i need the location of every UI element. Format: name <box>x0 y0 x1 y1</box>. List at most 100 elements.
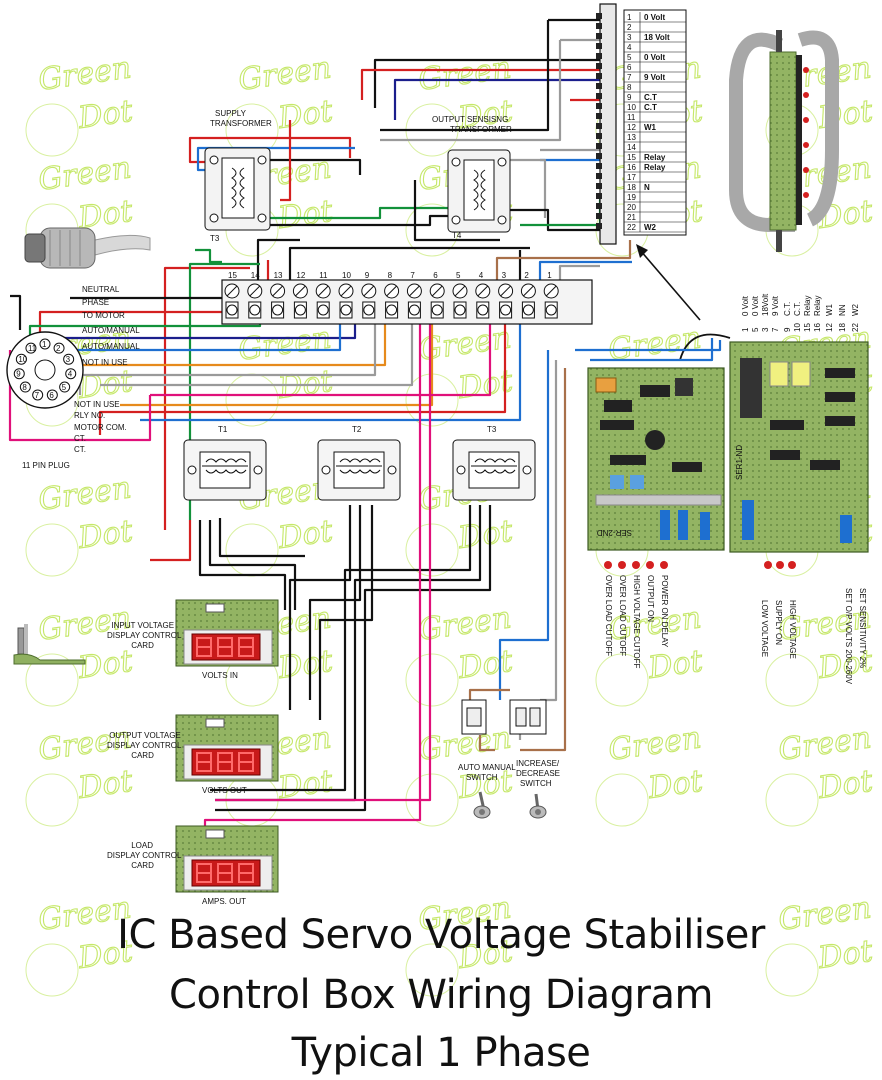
connector-pin <box>596 163 602 169</box>
watermark-circle <box>595 653 649 707</box>
terminal-screw-slot <box>545 285 557 297</box>
plug-wire-label: NOT IN USE <box>74 400 120 409</box>
connector-pin <box>596 23 602 29</box>
watermark-word-2: Dot <box>815 764 875 806</box>
watermark-circle <box>25 523 79 577</box>
plug-wire-label: AUTO/MANUAL <box>82 326 140 335</box>
plug-icon <box>24 227 151 269</box>
terminal-screw <box>340 304 352 316</box>
toggle-switch-icon <box>473 791 491 819</box>
display-under-label: VOLTS OUT <box>202 786 247 795</box>
plug-pin-number: 9 <box>16 370 21 379</box>
connector-pin-number: 19 <box>627 193 636 202</box>
board-pin-number: 15 <box>803 323 812 332</box>
terminal-number: 9 <box>365 271 370 280</box>
transformer-window <box>468 451 520 489</box>
display-connector <box>205 718 225 728</box>
pcb-left-name: SER-2ND <box>597 528 632 537</box>
connector-pin <box>596 173 602 179</box>
connector-pin <box>596 113 602 119</box>
led-label: OVER LOAD CUTOFF <box>604 575 613 656</box>
connector-pin-number: 11 <box>627 113 636 122</box>
connector-pin-label: 9 Volt <box>644 73 666 82</box>
plug-wire-label: AUTO/MANUAL <box>82 342 140 351</box>
watermark-circle <box>225 373 279 427</box>
plug-pin-number: 6 <box>49 391 54 400</box>
transformer-icon: T2 <box>317 425 401 501</box>
title-line-3: Typical 1 Phase <box>291 1030 591 1076</box>
plug-pin <box>32 389 44 401</box>
terminal-screw <box>249 304 261 316</box>
board-pin-label: Relay <box>803 296 812 316</box>
plug-wire-label: RLY NO. <box>74 411 105 420</box>
board-pin-label: 0 Volt <box>741 295 750 316</box>
watermark-word-1: Green <box>236 320 333 368</box>
transformer-lug <box>253 465 263 475</box>
plug-wire-label: PHASE <box>82 298 109 307</box>
plug-pin-number: 4 <box>68 370 73 379</box>
connector-pin <box>596 183 602 189</box>
transformer-label: T1 <box>218 425 228 434</box>
terminal-number: 1 <box>547 271 552 280</box>
switch-area: AUTO MANUAL SWITCH INCREASE/ DECREASE SW… <box>458 699 560 819</box>
terminal-number: 13 <box>274 271 283 280</box>
terminal-number: 11 <box>319 271 328 280</box>
display-caption-line: CARD <box>131 861 154 870</box>
terminal-number: 2 <box>524 271 529 280</box>
board-pin-number: 12 <box>825 323 834 332</box>
board-pin-label: W1 <box>825 303 834 316</box>
connector-pin-label: N <box>644 183 650 192</box>
terminal-screw-slot <box>477 285 489 297</box>
osense-label-2: TRANSFORMER <box>450 125 512 134</box>
transformer-coil <box>205 469 247 474</box>
board-pin-label: W2 <box>851 303 860 316</box>
watermark-circle <box>25 943 79 997</box>
transformer-window <box>333 451 385 489</box>
watermark-circle <box>765 653 819 707</box>
board-pin-label: C.T. <box>783 302 792 316</box>
connector-pin <box>596 193 602 199</box>
connector-pin <box>596 63 602 69</box>
transformer-coil <box>339 469 381 474</box>
terminal-screw-slot <box>523 285 534 297</box>
watermark-circle <box>225 523 279 577</box>
supply-transformer: SUPPLY TRANSFORMER T3 <box>204 109 272 243</box>
connector-pin-number: 12 <box>627 123 636 132</box>
sensitivity-label: SET SENSITIVITY 2% <box>858 588 867 668</box>
incdec-switch-label-2: DECREASE <box>516 769 560 778</box>
supply-t-label: T3 <box>210 234 220 243</box>
led-label: POWER ON DELAY <box>660 575 669 648</box>
incdec-switch-label-3: SWITCH <box>520 779 552 788</box>
pointer-arrow <box>636 244 701 321</box>
pcb-right-name: SER1-ND <box>735 445 744 480</box>
display-caption-line: INPUT VOLTAGE <box>111 621 174 630</box>
terminal-screw <box>545 304 557 316</box>
watermark-word-2: Dot <box>75 514 135 556</box>
transformer-coil <box>339 458 381 463</box>
connector-pin-label: 18 Volt <box>644 33 670 42</box>
osense-t-label: T4 <box>452 231 462 240</box>
terminal-screw-slot <box>295 285 306 297</box>
connector-pin-label: Relay <box>644 163 666 172</box>
terminal-number: 6 <box>433 271 438 280</box>
watermark-word-1: Green <box>606 720 703 768</box>
display-caption-line: DISPLAY CONTROL <box>107 741 182 750</box>
transformer-lug <box>321 465 331 475</box>
plug-pin-number: 1 <box>42 340 47 349</box>
terminal-screw-slot <box>363 285 375 297</box>
board-pin-label: C.T. <box>793 302 802 316</box>
watermark-word-2: Dot <box>455 644 515 686</box>
watermark-word-2: Dot <box>815 934 875 976</box>
transformer-lug <box>187 465 197 475</box>
watermark-circle <box>595 773 649 827</box>
plug-pin-number: 7 <box>35 391 40 400</box>
terminal-screw-slot <box>409 285 420 297</box>
terminal-screw <box>272 304 284 316</box>
connector-pin-number: 16 <box>627 163 636 172</box>
